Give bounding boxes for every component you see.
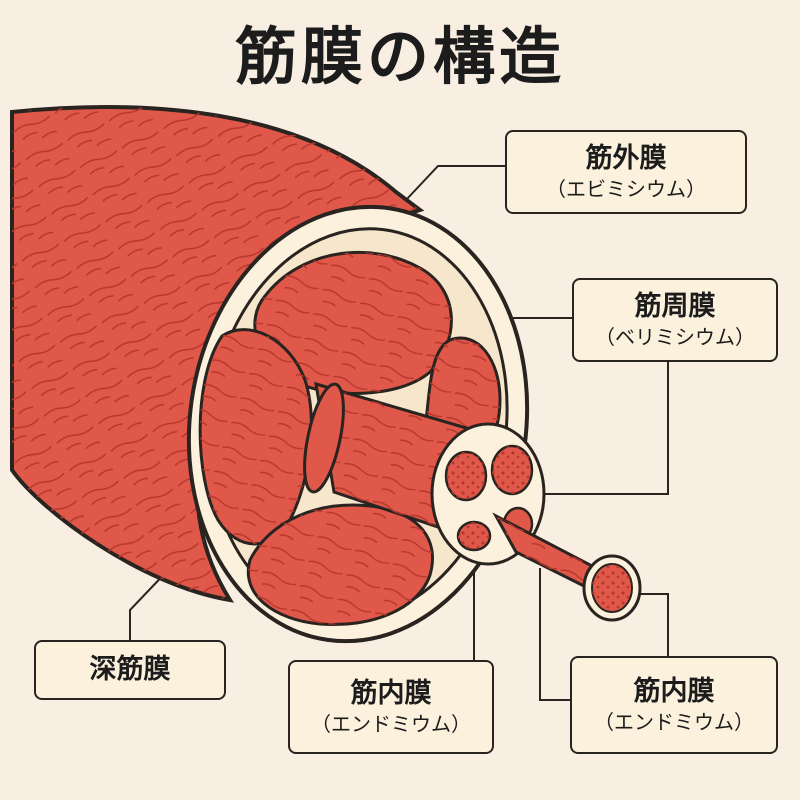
label-endomysium-1-sub: （エンドミウム） — [311, 711, 471, 736]
label-endomysium-2-main: 筋内膜 — [633, 676, 715, 708]
label-perimysium-main: 筋周膜 — [634, 291, 716, 323]
muscle-fibers — [444, 444, 534, 552]
label-perimysium: 筋周膜 （ベリミシウム） — [572, 278, 778, 362]
leader-epimysium — [405, 165, 505, 201]
label-epimysium: 筋外膜 （エビミシウム） — [505, 130, 747, 214]
single-fiber — [492, 512, 642, 622]
leader-endomysium-3 — [539, 568, 570, 701]
label-endomysium-1: 筋内膜 （エンドミウム） — [288, 660, 494, 754]
page-title: 筋膜の構造 — [234, 20, 565, 93]
label-deep-fascia: 深筋膜 — [34, 640, 226, 700]
fascicles — [198, 250, 502, 627]
leader-deep-fascia — [129, 565, 173, 640]
label-endomysium-2: 筋内膜 （エンドミウム） — [570, 656, 778, 754]
fascicle-tube — [303, 381, 546, 566]
label-epimysium-main: 筋外膜 — [585, 143, 667, 175]
tube-left-end — [303, 382, 345, 494]
cross-section — [186, 204, 642, 644]
label-endomysium-2-sub: （エンドミウム） — [594, 709, 754, 734]
label-perimysium-sub: （ベリミシウム） — [595, 324, 755, 349]
label-epimysium-sub: （エビミシウム） — [546, 176, 706, 201]
label-endomysium-1-main: 筋内膜 — [350, 678, 432, 710]
leader-endomysium-2 — [545, 360, 669, 495]
label-deep-fascia-main: 深筋膜 — [89, 654, 171, 686]
